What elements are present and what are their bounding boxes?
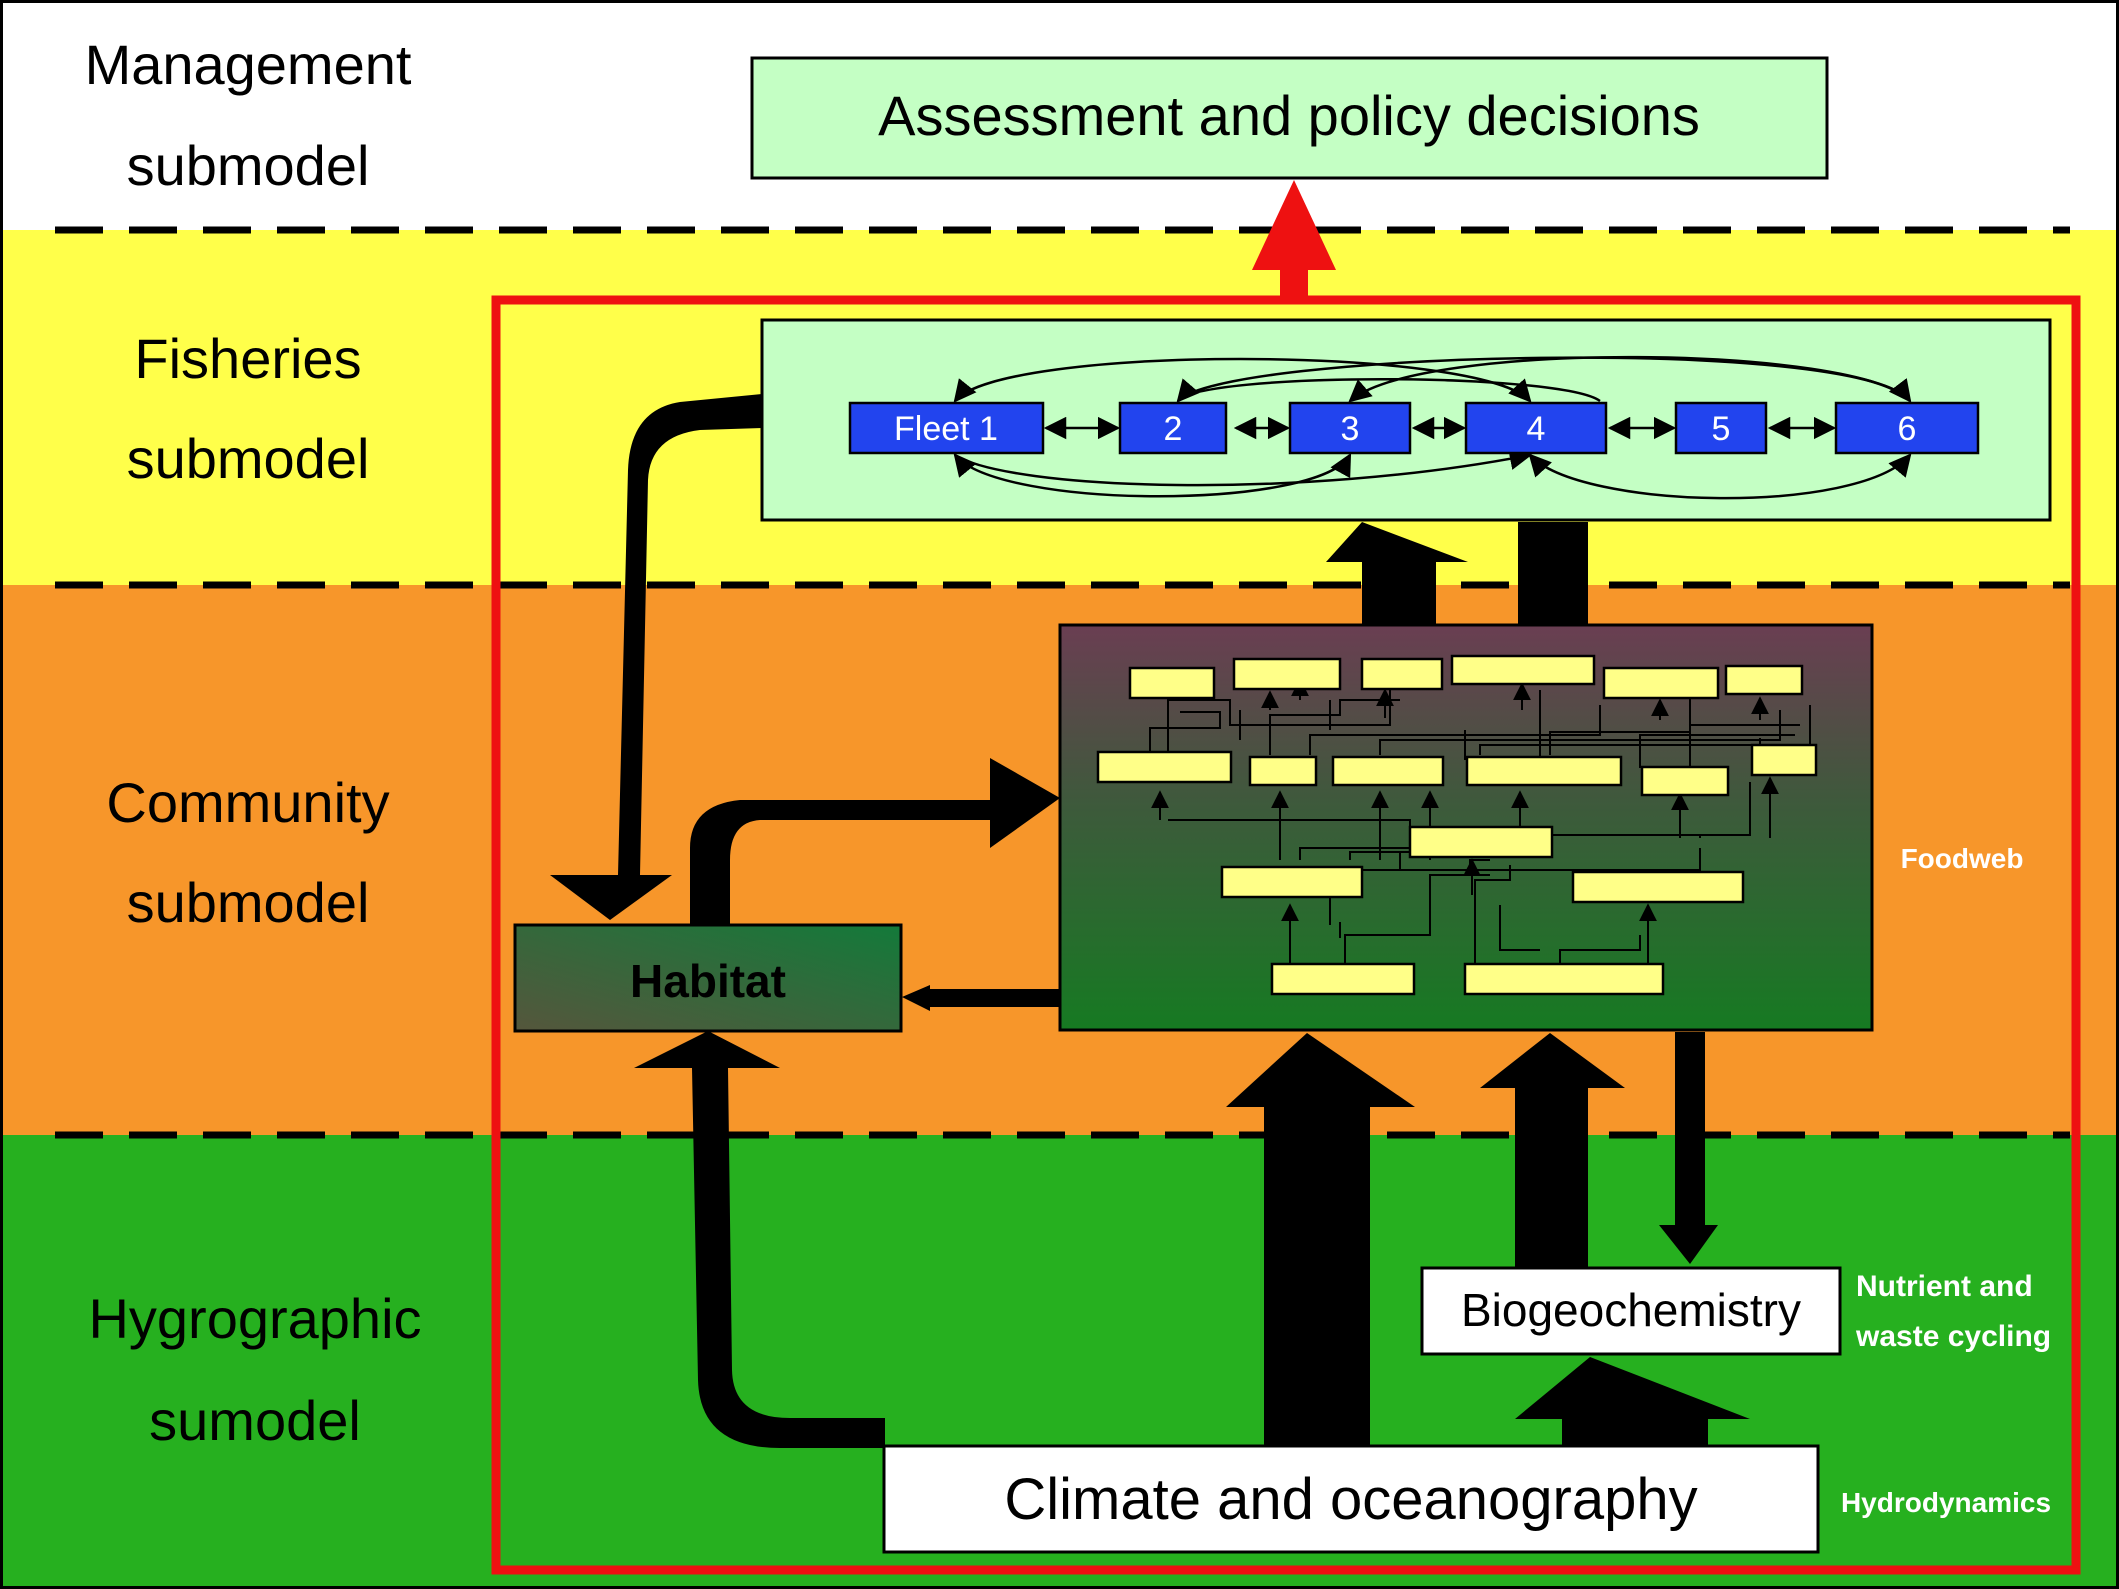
arrow-climate-to-foodweb <box>1226 1033 1415 1448</box>
foodweb-nodes <box>1096 654 1818 996</box>
fleet-label-2: 2 <box>1164 410 1183 448</box>
management-label-1: Management <box>85 33 412 96</box>
hydro-label-2: sumodel <box>149 1389 361 1452</box>
biogeochemistry-box <box>1420 1266 1842 1356</box>
fleet-box-5 <box>1674 401 1768 455</box>
habitat-box <box>513 923 903 1033</box>
fleet-label-3: 3 <box>1341 410 1360 448</box>
fleet-box-6 <box>1834 401 1980 455</box>
foodweb-node <box>1128 666 1216 700</box>
foodweb-node <box>1571 870 1745 904</box>
foodweb-node <box>1360 657 1444 691</box>
foodweb-node <box>1450 654 1596 686</box>
hydro-label-1: Hygrographic <box>88 1287 421 1350</box>
community-label-1: Community <box>106 771 389 834</box>
arrow-habitat-to-foodweb <box>690 758 1060 925</box>
fleet-label-5: 5 <box>1712 410 1731 448</box>
output-arrow-head <box>1252 180 1336 300</box>
fleet-label-4: 4 <box>1527 410 1546 448</box>
fleet-box-1 <box>848 401 1045 455</box>
fisheries-label-1: Fisheries <box>134 327 361 390</box>
model-boundary <box>491 295 2081 1575</box>
foodweb-node <box>1232 657 1342 691</box>
fleet-label-6: 6 <box>1898 410 1917 448</box>
habitat-label: Habitat <box>630 955 786 1007</box>
foodweb-node <box>1331 755 1445 787</box>
climate-box <box>882 1444 1820 1554</box>
foodweb-node <box>1096 750 1233 784</box>
assessment-label: Assessment and policy decisions <box>878 84 1700 147</box>
fleet-box-2 <box>1118 401 1228 455</box>
fleet-links <box>953 355 1912 500</box>
foodweb-node <box>1602 666 1720 700</box>
fleet-box-4 <box>1464 401 1608 455</box>
nutrient-label-1: Nutrient and <box>1856 1270 2033 1303</box>
arrow-biogeochem-to-foodweb <box>1480 1033 1625 1272</box>
climate-label: Climate and oceanography <box>1004 1467 1697 1532</box>
arrow-foodweb-to-biogeochem <box>1659 1032 1718 1264</box>
arrow-foodweb-to-habitat <box>902 985 1060 1011</box>
foodweb-node <box>1640 765 1730 797</box>
fleet-label-1: Fleet 1 <box>894 410 998 448</box>
biogeochemistry-label: Biogeochemistry <box>1461 1284 1801 1336</box>
fisheries-label-2: submodel <box>127 427 370 490</box>
assessment-box <box>750 56 1829 180</box>
foodweb-node <box>1248 755 1318 787</box>
community-label-2: submodel <box>127 871 370 934</box>
fleet-boxes <box>848 401 1980 455</box>
foodweb-node <box>1750 743 1818 777</box>
arrow-climate-to-biogeochem <box>1515 1357 1750 1448</box>
foodweb-label: Foodweb <box>1901 843 2024 874</box>
foodweb-node <box>1408 825 1554 859</box>
nutrient-label-2: waste cycling <box>1855 1320 2051 1353</box>
foodweb-node <box>1463 962 1665 996</box>
arrow-fisheries-to-foodweb <box>1480 522 1628 660</box>
fleet-box-3 <box>1288 401 1412 455</box>
flow-arrows <box>550 394 1750 1448</box>
hydrodynamics-label: Hydrodynamics <box>1841 1487 2051 1518</box>
management-label-2: submodel <box>127 134 370 197</box>
arrow-foodweb-to-fisheries <box>1326 522 1468 655</box>
foodweb-node <box>1220 865 1364 899</box>
foodweb-node <box>1465 755 1623 787</box>
foodweb-node <box>1724 664 1804 696</box>
foodweb-node <box>1270 962 1416 996</box>
arrow-climate-to-habitat <box>634 1031 885 1448</box>
